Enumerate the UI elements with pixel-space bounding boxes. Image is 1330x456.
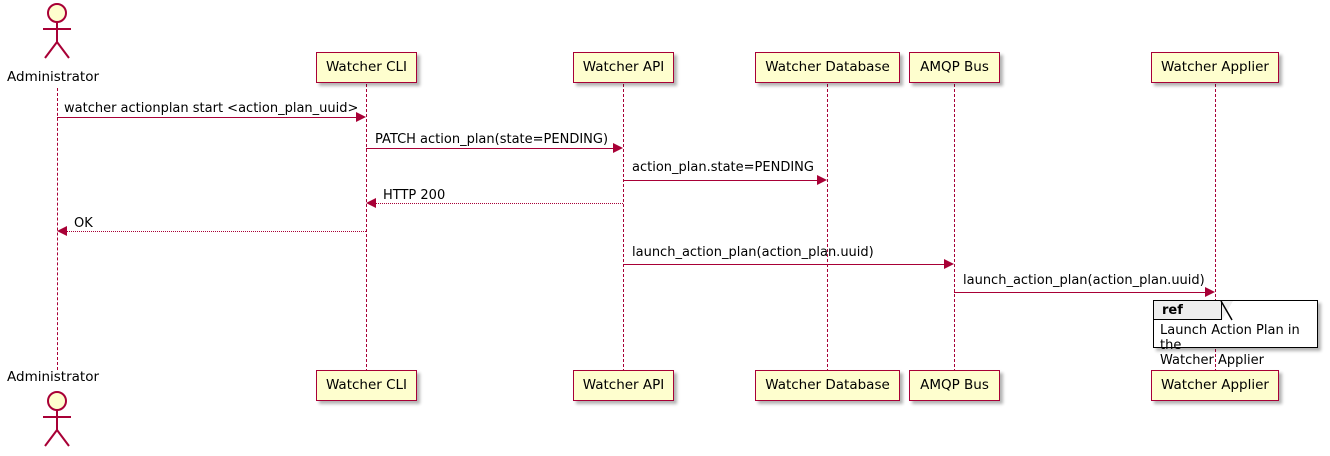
ref-fragment-tab: ref [1154,301,1222,320]
ref-fragment-tab-corner [1222,301,1233,320]
participant-box-watcher-cli-top[interactable]: Watcher CLI [316,52,417,83]
ref-fragment-line-1: Launch Action Plan in the [1160,323,1300,353]
participant-box-watcher-api-bottom[interactable]: Watcher API [573,370,674,401]
lifeline-watcher-cli [366,84,367,372]
actor-label-administrator-bottom: Administrator [7,369,100,385]
ref-fragment-tab-corner-stroke [1220,301,1233,321]
message-label-7: launch_action_plan(action_plan.uuid) [963,273,1205,288]
ref-fragment-body: Launch Action Plan in the Watcher Applie… [1160,323,1313,368]
message-line-4 [376,203,623,204]
participant-label-amqp-bus-bottom: AMQP Bus [920,376,989,393]
message-label-1: watcher actionplan start <action_plan_uu… [64,101,359,116]
actor-label-administrator-top: Administrator [7,69,100,85]
ref-fragment-keyword: ref [1162,302,1183,318]
participant-box-watcher-database-bottom[interactable]: Watcher Database [755,370,900,401]
actor-icon-administrator-bottom [43,391,71,447]
message-arrowhead-7 [1205,287,1215,297]
participant-box-watcher-applier-top[interactable]: Watcher Applier [1151,52,1279,83]
message-arrowhead-3 [817,175,827,185]
message-label-5: OK [74,216,93,231]
participant-box-watcher-database-top[interactable]: Watcher Database [755,52,900,83]
message-line-1 [57,117,357,118]
participant-label-watcher-applier-top: Watcher Applier [1161,58,1269,75]
participant-label-watcher-api-bottom: Watcher API [582,376,665,393]
message-line-6 [623,264,944,265]
participant-label-watcher-cli-bottom: Watcher CLI [325,376,408,393]
actor-icon-administrator-top [43,3,71,59]
lifeline-watcher-applier [1215,84,1216,372]
lifeline-watcher-database [827,84,828,372]
message-line-3 [623,180,817,181]
participant-box-watcher-cli-bottom[interactable]: Watcher CLI [316,370,417,401]
participant-label-watcher-database-bottom: Watcher Database [765,376,890,393]
participant-box-watcher-api-top[interactable]: Watcher API [573,52,674,83]
message-arrowhead-1 [356,112,366,122]
lifeline-amqp-bus [954,84,955,372]
ref-fragment[interactable]: ref Launch Action Plan in the Watcher Ap… [1153,300,1318,368]
ref-fragment-line-2: Watcher Applier [1160,353,1264,368]
message-arrowhead-2 [613,143,623,153]
message-arrowhead-6 [944,259,954,269]
message-line-5 [67,231,366,232]
message-line-7 [954,292,1205,293]
participant-label-watcher-database-top: Watcher Database [765,58,890,75]
participant-label-watcher-cli-top: Watcher CLI [325,58,408,75]
participant-label-watcher-applier-bottom: Watcher Applier [1161,376,1269,393]
message-arrowhead-5 [57,226,67,236]
participant-box-amqp-bus-top[interactable]: AMQP Bus [909,52,1000,83]
lifeline-watcher-api [623,84,624,372]
message-label-3: action_plan.state=PENDING [632,160,814,175]
message-line-2 [366,148,613,149]
participant-label-watcher-api-top: Watcher API [582,58,665,75]
participant-box-watcher-applier-bottom[interactable]: Watcher Applier [1151,370,1279,401]
message-label-6: launch_action_plan(action_plan.uuid) [632,245,874,260]
message-label-2: PATCH action_plan(state=PENDING) [375,132,609,147]
message-arrowhead-4 [366,198,376,208]
message-label-4: HTTP 200 [383,188,446,203]
participant-box-amqp-bus-bottom[interactable]: AMQP Bus [909,370,1000,401]
participant-label-amqp-bus-top: AMQP Bus [920,58,989,75]
